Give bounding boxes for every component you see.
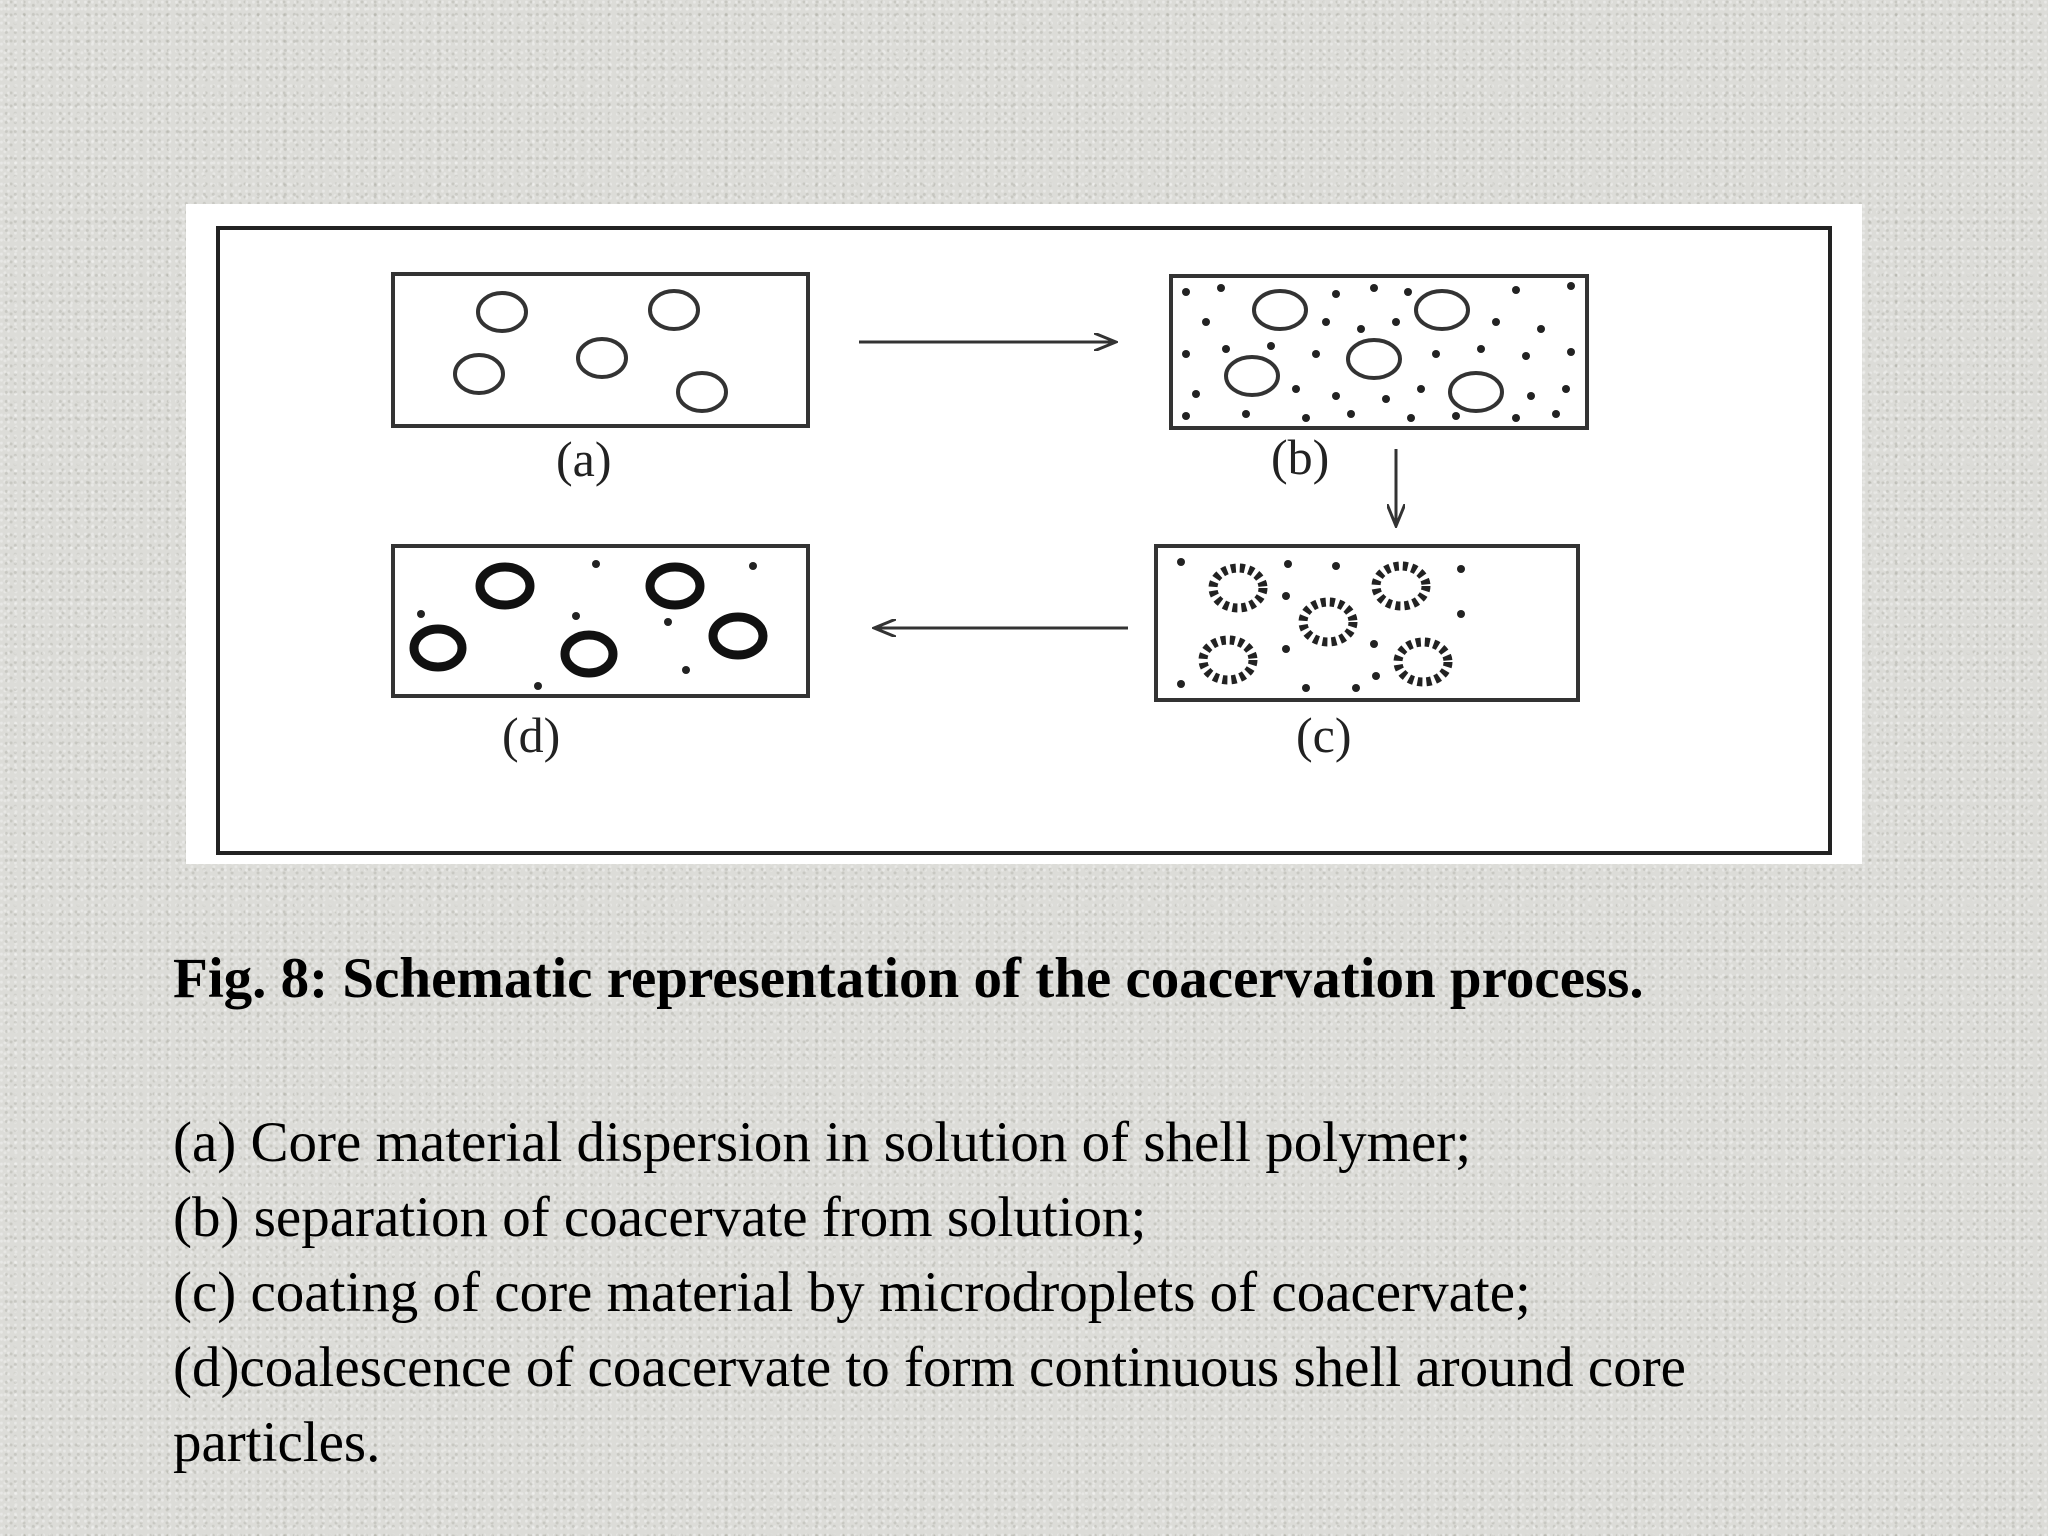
- core-particle: [1346, 338, 1402, 380]
- caption-line: (c) coating of core material by microdro…: [173, 1261, 1531, 1324]
- panel-label-a: (a): [556, 431, 612, 487]
- shelled-particle: [409, 624, 467, 672]
- figure-caption-title: Fig. 8: Schematic representation of the …: [173, 947, 1644, 1010]
- panel-c-box: [1154, 544, 1580, 702]
- core-particle: [1414, 289, 1470, 331]
- coacervate-droplets: [1177, 558, 1465, 692]
- coated-particle: [1208, 563, 1268, 613]
- caption-line: (d)coalescence of coacervate to form con…: [173, 1336, 1686, 1399]
- coated-particle: [1371, 561, 1431, 611]
- core-particle: [676, 371, 728, 413]
- core-particle: [1252, 289, 1308, 331]
- core-particle: [1224, 355, 1280, 397]
- core-particle: [1448, 371, 1504, 413]
- panel-a: (a): [391, 272, 810, 487]
- shelled-particle: [645, 562, 705, 610]
- coated-particle: [1298, 597, 1358, 647]
- shelled-particle: [560, 630, 618, 678]
- panel-label-d: (d): [502, 707, 560, 763]
- coated-particle: [1393, 637, 1453, 687]
- panel-label-b: (b): [1271, 429, 1329, 485]
- residual-droplets: [417, 560, 757, 690]
- caption-line: (a) Core material dispersion in solution…: [173, 1111, 1472, 1174]
- coated-particle: [1198, 635, 1258, 685]
- figure-caption-list: (a) Core material dispersion in solution…: [173, 1105, 1933, 1480]
- panel-b-box: [1169, 274, 1589, 430]
- panel-c: (c): [1154, 544, 1580, 763]
- caption-line: particles.: [173, 1411, 381, 1474]
- figure-panel: (a): [186, 204, 1862, 864]
- panel-d: (d): [391, 544, 810, 763]
- panel-label-c: (c): [1296, 707, 1352, 763]
- core-particle: [648, 289, 700, 331]
- shelled-particle: [475, 562, 535, 610]
- shelled-particle: [708, 612, 768, 660]
- core-particle: [576, 337, 628, 379]
- core-particle: [476, 291, 528, 333]
- coacervation-diagram: (a): [216, 226, 1832, 855]
- coacervate-droplets: [1182, 282, 1575, 422]
- panel-a-box: [391, 272, 810, 428]
- outer-frame: [216, 226, 1832, 855]
- panel-d-box: [391, 544, 810, 698]
- core-particle: [453, 353, 505, 395]
- panel-b: (b): [1169, 274, 1589, 485]
- caption-line: (b) separation of coacervate from soluti…: [173, 1186, 1147, 1249]
